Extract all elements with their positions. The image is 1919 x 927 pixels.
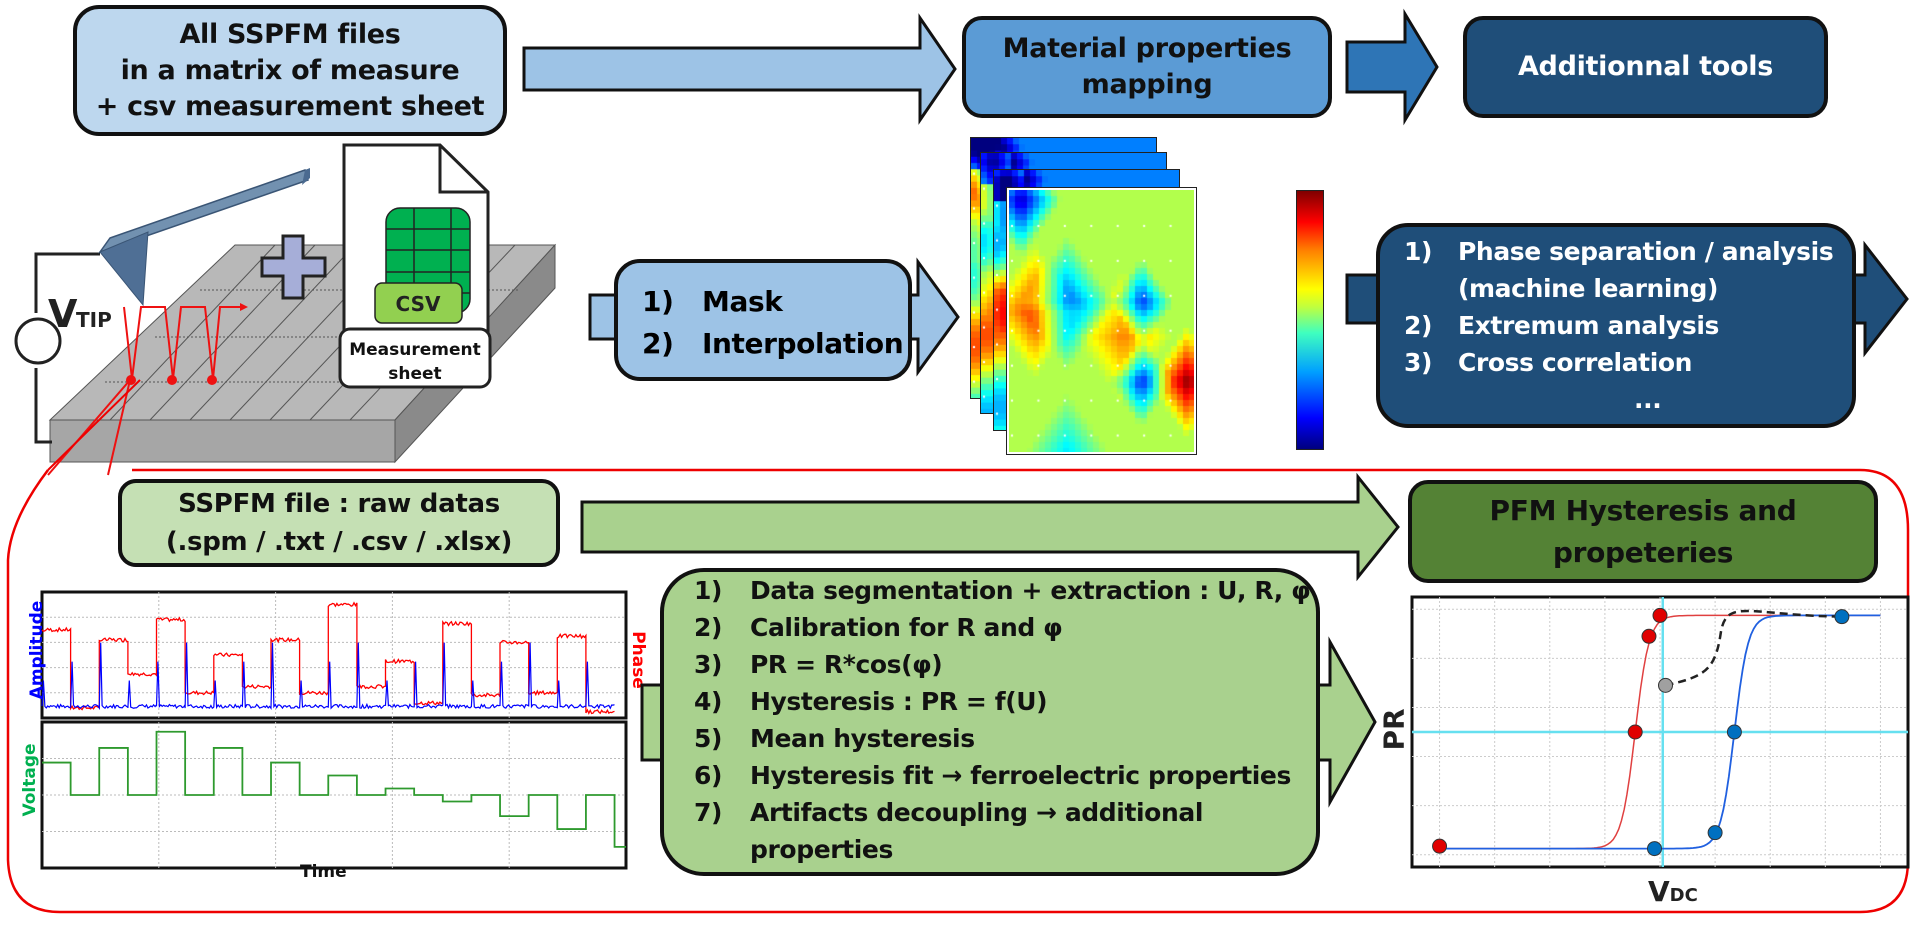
input-files-line: All SSPFM files [179, 18, 401, 50]
hysteresis-marker [1432, 838, 1448, 854]
raw-data-line: (.spm / .txt / .csv / .xlsx) [165, 527, 513, 557]
sheet-label-line: sheet [388, 364, 441, 384]
input-files-box: All SSPFM files in a matrix of measure +… [73, 5, 507, 136]
hysteresis-marker [1726, 724, 1742, 740]
time-axis-label: Time [300, 862, 347, 882]
tools-title: Additionnal tools [1517, 51, 1774, 82]
vdc-sub: DC [1669, 885, 1698, 906]
heatmap-stack [965, 135, 1295, 455]
vdc-main: V [1648, 875, 1670, 908]
voltage-axis-label: Voltage [20, 743, 40, 817]
heatmap-main [1006, 187, 1197, 455]
raw-data-line: SSPFM file : raw datas [178, 489, 500, 519]
csv-tag [374, 282, 463, 324]
input-files-line: in a matrix of measure [120, 54, 460, 86]
processing-step: properties [750, 835, 893, 864]
csv-tag-label: CSV [396, 292, 441, 316]
voltage-source-icon [14, 317, 62, 365]
mapping-line: Material properties [1002, 33, 1292, 64]
amplitude-series [41, 642, 615, 711]
arrow-shape [522, 13, 957, 125]
processing-step: 3)PR = R*cos(φ) [694, 650, 943, 679]
hysteresis-marker [1646, 841, 1662, 857]
hysteresis-marker [1627, 724, 1643, 740]
additional-tools-box: Additionnal tools [1463, 16, 1828, 118]
hysteresis-marker [1652, 607, 1668, 623]
amplitude-axis-label: Amplitude [27, 600, 47, 700]
arrow-shape [580, 472, 1400, 582]
tools-item: (machine learning) [1458, 274, 1718, 303]
result-line: PFM Hysteresis and [1489, 493, 1797, 527]
afm-tip [99, 231, 149, 307]
measure-point [167, 375, 177, 385]
hysteresis-marker [1707, 825, 1723, 841]
voltage-series [42, 730, 626, 848]
circuit-wire [34, 368, 52, 444]
sheet-label-line: Measurement [349, 340, 481, 360]
arrow-to-tools [1345, 8, 1439, 126]
hysteresis-chart [1410, 595, 1910, 869]
initial-branch [1665, 609, 1842, 687]
processing-steps-box: 1)Data segmentation + extraction : U, R,… [660, 568, 1320, 876]
mapping-step: 2) Interpolation [642, 327, 904, 360]
tools-item: 2) Extremum analysis [1404, 311, 1719, 340]
colorbar [1296, 190, 1324, 450]
tip-path [123, 306, 240, 380]
amplitude-phase-chart [40, 590, 628, 870]
arrow-to-results [580, 472, 1400, 582]
processing-step: 4)Hysteresis : PR = f(U) [694, 687, 1048, 716]
tools-ellipsis: ... [1634, 385, 1662, 414]
circuit-wire [34, 252, 100, 313]
processing-step: 7)Artifacts decoupling → additional [694, 798, 1203, 827]
tools-item: 3) Cross correlation [1404, 348, 1693, 377]
mapping-steps-box: 1) Mask 2) Interpolation [614, 259, 912, 381]
result-line: propeteries [1552, 535, 1734, 569]
raw-data-box: SSPFM file : raw datas (.spm / .txt / .c… [118, 479, 560, 567]
plus-icon [260, 234, 327, 300]
material-mapping-box: Material properties mapping [962, 16, 1332, 118]
processing-step: 6)Hysteresis fit → ferroelectric propert… [694, 761, 1291, 790]
processing-step: 1)Data segmentation + extraction : U, R,… [694, 576, 1311, 605]
pr-axis-label: PR [1377, 708, 1411, 751]
vtip-label: V [48, 292, 78, 336]
cantilever-side [302, 168, 310, 185]
sspfm-schematic: V TIP CSV Measurement sheet [14, 143, 557, 476]
hysteresis-marker [1658, 677, 1674, 693]
phase-series [41, 601, 615, 715]
arrow-to-mapping [522, 13, 957, 125]
mapping-line: mapping [1081, 69, 1213, 100]
processing-step: 2)Calibration for R and φ [694, 613, 1063, 642]
mapping-step: 1) Mask [642, 285, 783, 318]
pfm-result-box: PFM Hysteresis and propeteries [1408, 480, 1878, 583]
hysteresis-marker [1834, 609, 1850, 625]
sheet-label-box [338, 327, 492, 389]
cantilever [98, 169, 309, 254]
vdc-axis-label: VDC [1648, 875, 1698, 908]
vtip-subscript: TIP [76, 308, 112, 332]
processing-step: 5)Mean hysteresis [694, 724, 975, 753]
tools-list-box: 1) Phase separation / analysis (machine … [1376, 223, 1856, 428]
input-files-line: + csv measurement sheet [95, 90, 485, 122]
measure-point [207, 375, 217, 385]
arrow-shape [1345, 8, 1439, 126]
amplitude-phase-plot-area [40, 590, 628, 720]
tools-item: 1) Phase separation / analysis [1404, 237, 1834, 266]
hysteresis-marker [1641, 628, 1657, 644]
